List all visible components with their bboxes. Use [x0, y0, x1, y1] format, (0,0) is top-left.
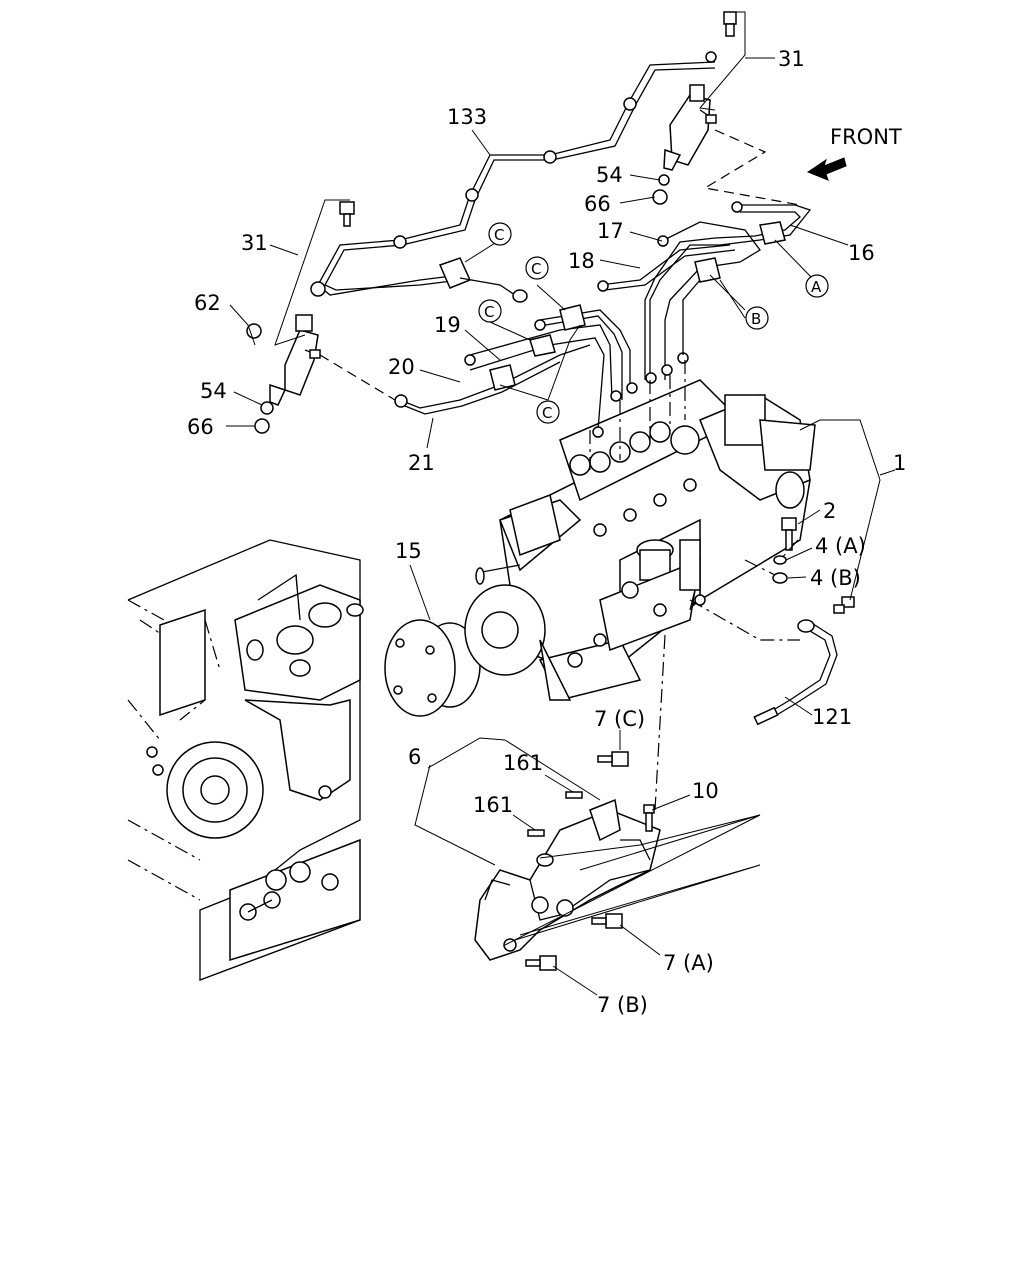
callout-16: 16: [848, 241, 875, 265]
callout-4b: 4 (B): [810, 566, 861, 590]
clamp-marker-c-upper: C: [525, 256, 549, 280]
callout-31-left: 31: [241, 231, 268, 255]
injector-nozzle-upper: [652, 11, 737, 205]
injector-nozzle-left: [246, 201, 355, 434]
overflow-pipe: [753, 619, 838, 726]
callout-labels: 31 133 54 66 17 16 18 31 62 19 20 54 66 …: [187, 47, 906, 1017]
svg-text:A: A: [811, 278, 822, 296]
callout-54-top: 54: [596, 163, 623, 187]
svg-text:C: C: [494, 226, 504, 244]
callout-31-top: 31: [778, 47, 805, 71]
front-label: FRONT: [830, 125, 902, 149]
callout-20: 20: [388, 355, 415, 379]
callout-133: 133: [447, 105, 487, 129]
callout-1: 1: [893, 451, 906, 475]
callout-17: 17: [597, 219, 624, 243]
callout-161-bottom: 161: [473, 793, 513, 817]
svg-text:C: C: [484, 303, 494, 321]
clamp-marker-c-top: C: [488, 222, 512, 246]
callout-66-left: 66: [187, 415, 214, 439]
callout-7b: 7 (B): [597, 993, 648, 1017]
svg-text:B: B: [751, 310, 761, 328]
callout-leaders: [226, 11, 896, 996]
clamp-marker-c-mid: C: [478, 299, 502, 323]
drive-coupling: [384, 619, 481, 717]
callout-10: 10: [692, 779, 719, 803]
callout-19: 19: [434, 313, 461, 337]
injection-pump: [464, 379, 816, 701]
engine-block: [127, 539, 364, 981]
callout-21: 21: [408, 451, 435, 475]
callout-54-left: 54: [200, 379, 227, 403]
svg-text:C: C: [542, 404, 552, 422]
callout-62: 62: [194, 291, 221, 315]
callout-4a: 4 (A): [815, 534, 866, 558]
clamp-markers: A B C C C C: [478, 222, 829, 424]
callout-161-top: 161: [503, 751, 543, 775]
callout-6: 6: [408, 745, 421, 769]
callout-15: 15: [395, 539, 422, 563]
clamp-marker-c-low: C: [536, 400, 560, 424]
clamp-marker-a: A: [805, 274, 829, 298]
callout-66-top: 66: [584, 192, 611, 216]
callout-121: 121: [812, 705, 852, 729]
assembly-guide-lines: [204, 129, 801, 946]
front-direction-indicator: FRONT: [806, 125, 902, 181]
front-arrow-icon: [806, 157, 847, 181]
callout-7a: 7 (A): [663, 951, 714, 975]
svg-text:C: C: [531, 260, 541, 278]
fasteners: [525, 517, 855, 971]
callout-18: 18: [568, 249, 595, 273]
clamp-marker-b: B: [745, 306, 769, 330]
pump-bracket: [474, 798, 661, 961]
injection-pipes: [310, 61, 812, 438]
callout-7c: 7 (C): [594, 707, 645, 731]
callout-2: 2: [823, 499, 836, 523]
